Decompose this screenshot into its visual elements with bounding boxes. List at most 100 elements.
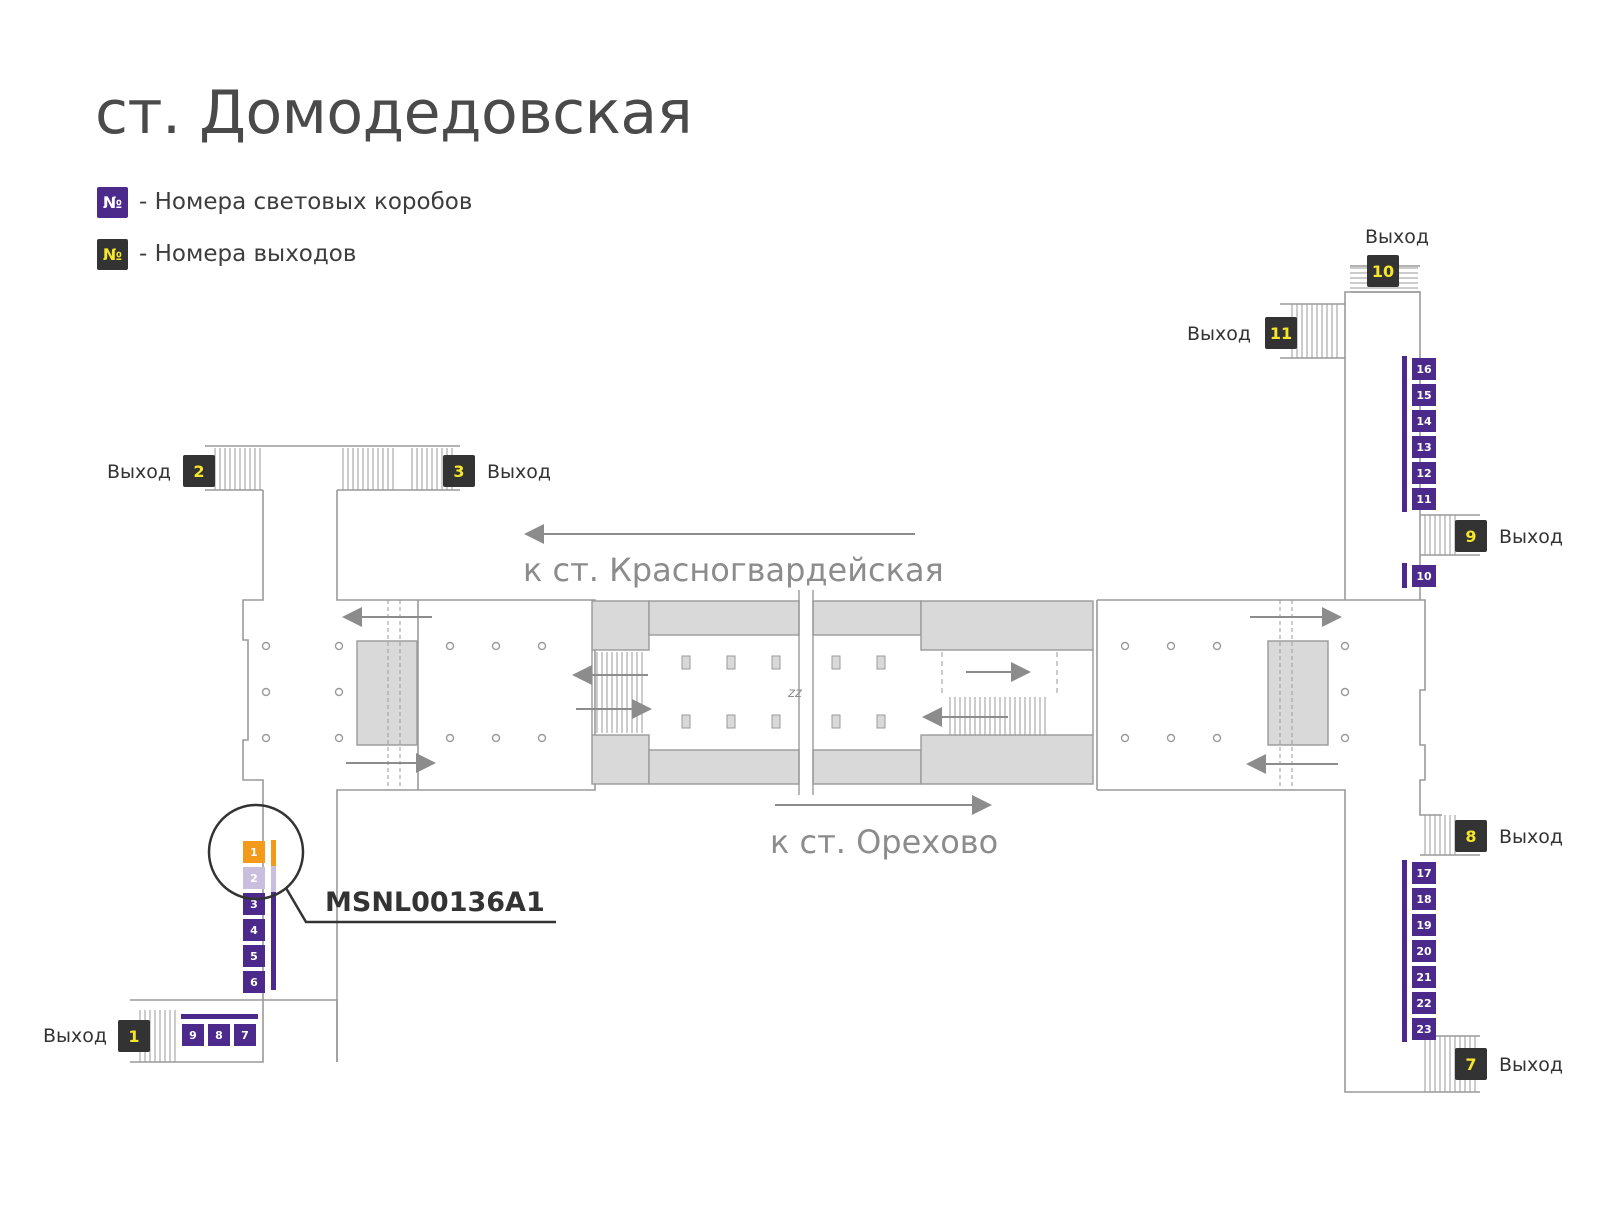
lightbox-9[interactable]: 9 [182,1024,204,1046]
exit-9-number: 9 [1465,527,1476,546]
lightbox-group-right-upper: 16 15 14 13 12 11 [1402,356,1436,512]
legend-exit-text: - Номера выходов [139,241,357,267]
lightbox-2[interactable]: 2 [243,867,265,889]
svg-text:15: 15 [1416,389,1431,402]
lightbox-group-left-vertical: 1 2 3 4 5 6 [243,840,276,993]
svg-text:3: 3 [250,898,258,911]
exit-9[interactable]: 9 Выход [1455,520,1563,552]
lightbox-18[interactable]: 18 [1412,888,1436,910]
svg-text:23: 23 [1416,1023,1431,1036]
svg-text:14: 14 [1416,415,1432,428]
lightbox-group-right-mid: 10 [1402,563,1436,588]
exit-9-label: Выход [1499,526,1563,548]
exit-8-label: Выход [1499,826,1563,848]
lightbox-3[interactable]: 3 [243,893,265,915]
svg-text:10: 10 [1416,570,1432,583]
svg-text:8: 8 [215,1029,223,1042]
svg-text:11: 11 [1416,493,1431,506]
svg-text:20: 20 [1416,945,1432,958]
lightbox-17[interactable]: 17 [1412,862,1436,884]
lightbox-5[interactable]: 5 [243,945,265,967]
svg-text:13: 13 [1416,441,1431,454]
exit-11[interactable]: Выход 11 [1187,317,1297,349]
lightbox-13[interactable]: 13 [1412,436,1436,458]
svg-text:4: 4 [250,924,258,937]
lightbox-group-right-lower: 17 18 19 20 21 22 23 [1402,860,1436,1042]
direction-label-top: к ст. Красногвардейская [523,551,944,589]
lightbox-11[interactable]: 11 [1412,488,1436,510]
lightbox-7[interactable]: 7 [234,1024,256,1046]
lightbox-10[interactable]: 10 [1412,565,1436,587]
exit-11-badge [1265,317,1297,349]
svg-text:12: 12 [1416,467,1431,480]
exit-2-badge [183,455,215,487]
svg-text:18: 18 [1416,893,1431,906]
exit-10-number: 10 [1372,262,1394,281]
legend-lightbox-row: № - Номера световых коробов [97,186,472,218]
exit-7-number: 7 [1465,1055,1476,1074]
svg-text:16: 16 [1416,363,1432,376]
lightbox-4[interactable]: 4 [243,919,265,941]
svg-text:21: 21 [1416,971,1431,984]
lightbox-6[interactable]: 6 [243,971,265,993]
callout-code: MSNL00136A1 [325,887,545,918]
exit-2-label: Выход [107,461,171,483]
callout-leader [284,887,556,924]
exit-1-number: 1 [128,1027,139,1046]
exit-8-number: 8 [1465,827,1476,846]
svg-text:6: 6 [250,976,258,989]
lightbox-8[interactable]: 8 [208,1024,230,1046]
lightbox-16[interactable]: 16 [1412,358,1436,380]
exit-7-badge [1455,1048,1487,1080]
exit-10-label: Выход [1365,226,1429,248]
lightbox-14[interactable]: 14 [1412,410,1436,432]
exit-1-badge [118,1020,150,1052]
lightbox-20[interactable]: 20 [1412,940,1436,962]
exit-7-label: Выход [1499,1054,1563,1076]
lightbox-group-left-horizontal: 9 8 7 [181,1014,258,1046]
platform-blocks [356,600,1329,785]
svg-text:19: 19 [1416,919,1431,932]
exit-8-badge [1455,820,1487,852]
legend-lightbox-text: - Номера световых коробов [139,189,473,215]
flow-arrows [342,524,1342,815]
exit-8[interactable]: 8 Выход [1455,820,1563,852]
callout-circle [207,803,305,901]
exit-3-badge [443,455,475,487]
column-dots [261,641,1350,743]
exit-2[interactable]: Выход 2 [107,455,215,487]
exit-3[interactable]: 3 Выход [443,455,551,487]
lightbox-23[interactable]: 23 [1412,1018,1436,1040]
exit-9-badge [1455,520,1487,552]
lightbox-12[interactable]: 12 [1412,462,1436,484]
exit-11-label: Выход [1187,323,1251,345]
lightbox-1[interactable]: 1 [243,841,265,863]
legend-exit-badge: № [97,238,128,270]
lightbox-22[interactable]: 22 [1412,992,1436,1014]
exit-7[interactable]: 7 Выход [1455,1048,1563,1080]
lightbox-19[interactable]: 19 [1412,914,1436,936]
svg-text:5: 5 [250,950,258,963]
exit-1-label: Выход [43,1025,107,1047]
svg-text:9: 9 [189,1029,197,1042]
zz-mark: zz [787,686,803,701]
legend-lightbox-badge: № [97,186,128,218]
platform-pillars [681,655,886,729]
selected-lightbox-callout: MSNL00136A1 [207,803,556,924]
exit-10[interactable]: Выход 10 [1365,226,1429,287]
lightbox-15[interactable]: 15 [1412,384,1436,406]
direction-label-bottom: к ст. Орехово [770,823,998,861]
station-title: ст. Домодедовская [95,78,693,148]
exit-11-number: 11 [1270,324,1292,343]
exit-3-number: 3 [453,462,464,481]
legend-exit-row: № - Номера выходов [97,238,356,270]
exit-10-badge [1367,255,1399,287]
svg-text:1: 1 [250,846,258,859]
svg-text:7: 7 [241,1029,249,1042]
svg-text:17: 17 [1416,867,1431,880]
exit-1[interactable]: Выход 1 [43,1020,150,1052]
svg-text:2: 2 [250,872,258,885]
exit-3-label: Выход [487,461,551,483]
lightbox-21[interactable]: 21 [1412,966,1436,988]
